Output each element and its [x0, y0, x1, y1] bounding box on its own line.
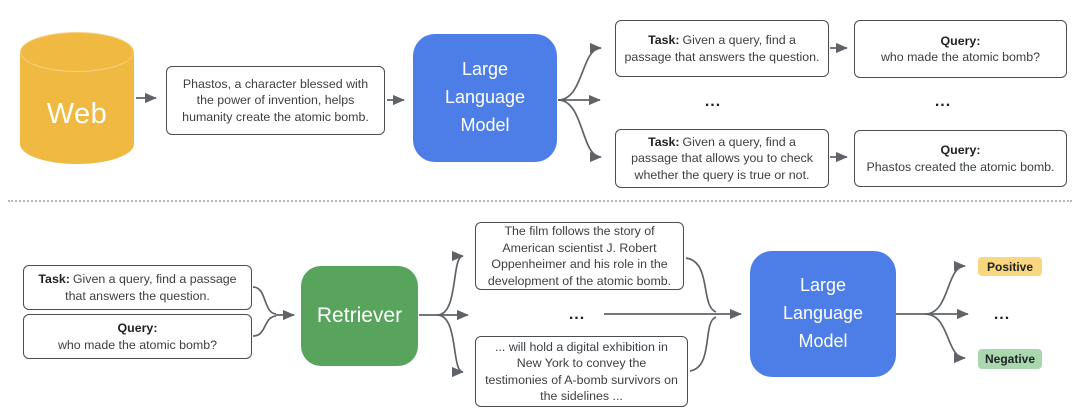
curve-task-merge — [252, 286, 277, 315]
query-check-label: Query: — [940, 143, 981, 157]
task-check-box: Task:Given a query, find a passage that … — [615, 129, 829, 188]
query-check-box: Query:Phastos created the atomic bomb. — [854, 130, 1067, 187]
passage-top-text: The film follows the story of American s… — [487, 224, 672, 288]
arrow-llm-to-positive — [924, 260, 966, 315]
ellipsis-tasks: ... — [704, 93, 722, 110]
negative-badge: Negative — [978, 349, 1042, 369]
query-answer-label: Query: — [940, 33, 981, 48]
bottom-query-label: Query: — [117, 321, 158, 335]
positive-badge: Positive — [978, 257, 1042, 276]
document-snippet-box: Phastos, a character blessed with the po… — [166, 66, 385, 135]
bottom-query-box: Query:who made the atomic bomb? — [23, 314, 252, 359]
llm-bottom-label: Large Language Model — [782, 275, 864, 351]
curve-passage-top-merge — [685, 257, 717, 313]
section-divider — [8, 200, 1072, 202]
arrow-llm-to-negative — [924, 313, 966, 364]
task-answer-label: Task: — [648, 33, 680, 47]
ellipsis-queries: ... — [934, 93, 952, 110]
task-check-label: Task: — [648, 134, 680, 149]
retriever-label: Retriever — [316, 304, 403, 327]
web-label: Web — [46, 98, 108, 130]
passage-top-box: The film follows the story of American s… — [475, 222, 684, 290]
llm-top-label: Large Language Model — [444, 59, 526, 135]
bottom-task-label: Task: — [38, 272, 70, 286]
arrow-retriever-to-passage-bottom — [436, 314, 464, 378]
llm-bottom-node: Large Language Model — [750, 251, 896, 377]
task-answer-box: Task:Given a query, find a passage that … — [615, 20, 829, 77]
bottom-task-text: Task:Given a query, find a passage that … — [38, 272, 237, 303]
query-answer-box: Query:who made the atomic bomb? — [854, 20, 1067, 78]
bottom-query-text: Query:who made the atomic bomb? — [57, 321, 218, 352]
bottom-task-box: Task:Given a query, find a passage that … — [23, 265, 252, 310]
curve-passage-bottom-merge — [689, 316, 717, 372]
task-answer-text: Task:Given a query, find a passage that … — [624, 33, 820, 64]
web-database-top-icon — [20, 32, 134, 72]
arrow-llm-to-task-bottom — [557, 99, 602, 163]
passage-bottom-box: ... will hold a digital exhibition in Ne… — [475, 336, 688, 407]
retriever-node: Retriever — [301, 266, 418, 366]
passage-bottom-text: ... will hold a digital exhibition in Ne… — [485, 339, 678, 404]
document-snippet-text: Phastos, a character blessed with the po… — [182, 76, 369, 124]
task-check-text: Task:Given a query, find a passage that … — [631, 134, 813, 182]
ellipsis-results: ... — [993, 306, 1011, 323]
arrow-retriever-to-passage-top — [436, 250, 464, 316]
llm-top-node: Large Language Model — [413, 34, 557, 162]
query-check-text: Query:Phastos created the atomic bomb. — [866, 143, 1055, 174]
ellipsis-passages: ... — [568, 306, 586, 323]
query-answer-text: Query:who made the atomic bomb? — [880, 33, 1041, 65]
arrow-llm-to-task-top — [557, 42, 602, 101]
curve-query-merge — [252, 315, 277, 337]
